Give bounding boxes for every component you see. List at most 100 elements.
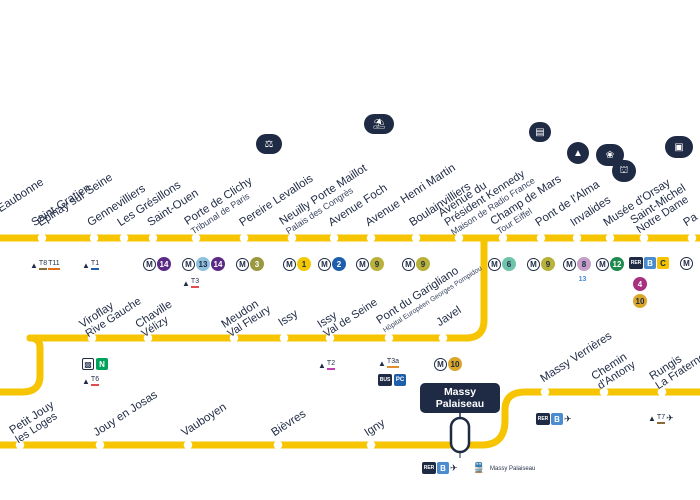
station-dot[interactable] xyxy=(87,333,97,343)
station-dot[interactable] xyxy=(15,440,25,450)
landmark-palais-icon[interactable]: ⛱ xyxy=(364,114,394,134)
station-dot[interactable] xyxy=(454,233,464,243)
station-dot[interactable] xyxy=(183,440,193,450)
airport-icon: ✈ xyxy=(450,462,458,473)
station-dot[interactable] xyxy=(498,233,508,243)
metro-icon: M xyxy=(283,257,296,271)
metro-icon: M xyxy=(680,257,693,270)
rer-line-b[interactable]: B xyxy=(644,257,656,269)
station-dot[interactable] xyxy=(384,333,394,343)
metro-line-13[interactable]: 13 xyxy=(196,257,210,271)
metro-line-9[interactable]: 9 xyxy=(416,257,430,271)
conn-saint-michel-metro: 4 10 xyxy=(633,277,647,308)
station-dot[interactable] xyxy=(572,233,582,243)
metro-line-10[interactable]: 10 xyxy=(448,357,462,371)
rer-line-c[interactable]: C xyxy=(657,257,669,269)
landmark-eiffel-icon[interactable]: ▲ xyxy=(567,142,589,164)
metro-line-6[interactable]: 6 xyxy=(502,257,516,271)
metro-line-4[interactable]: 4 xyxy=(633,277,647,291)
conn-neuilly: M 1 xyxy=(283,257,311,271)
conn-porte-de-clichy: M 13 14 xyxy=(182,257,225,271)
station-dot[interactable] xyxy=(329,233,339,243)
conn-javel: M 10 xyxy=(434,357,462,371)
metro-line-8[interactable]: 8 xyxy=(577,257,591,271)
station-dots-top xyxy=(37,233,697,243)
conn-pont-alma: M 9 xyxy=(527,257,555,271)
station-dot[interactable] xyxy=(273,440,283,450)
rer-line-b[interactable]: B xyxy=(437,462,449,474)
conn-saint-ouen: M 14 xyxy=(143,257,171,271)
landmark-orsay-icon[interactable]: ▣ xyxy=(665,136,693,158)
metro-icon: M xyxy=(596,257,609,271)
station-dot[interactable] xyxy=(411,233,421,243)
metro-line-14[interactable]: 14 xyxy=(157,257,171,271)
train-icon: 🚆 xyxy=(472,462,485,474)
rer-line-b[interactable]: B xyxy=(551,413,563,425)
metro-line-9[interactable]: 9 xyxy=(541,257,555,271)
conn-porte-de-clichy-tram: ▲T3 xyxy=(182,278,200,288)
station-dot[interactable] xyxy=(191,233,201,243)
transilien-line-n[interactable]: N xyxy=(96,358,108,370)
metro-icon: M xyxy=(527,257,540,271)
station-dot[interactable] xyxy=(89,233,99,243)
station-dot[interactable] xyxy=(438,333,448,343)
station-dot[interactable] xyxy=(143,333,153,343)
massy-info-text: Massy Palaiseau xyxy=(490,466,536,472)
metro-line-10[interactable]: 10 xyxy=(633,294,647,308)
conn-epinay: ▲T8 T11 xyxy=(30,260,60,270)
metro-icon: M xyxy=(434,357,447,371)
metro-line-13[interactable]: 13 xyxy=(577,274,588,285)
airport-icon: ✈ xyxy=(564,413,572,424)
station-dot[interactable] xyxy=(540,387,550,397)
station-dot[interactable] xyxy=(366,233,376,243)
station-dot[interactable] xyxy=(287,233,297,243)
station-dot[interactable] xyxy=(119,233,129,243)
metro-icon: M xyxy=(318,257,331,271)
metro-icon: M xyxy=(236,257,249,271)
metro-line-2[interactable]: 2 xyxy=(332,257,346,271)
metro-icon: M xyxy=(402,257,415,271)
train-icon: ▩ xyxy=(82,358,94,370)
station-dot[interactable] xyxy=(605,233,615,243)
tram-t3a: ▲T3a xyxy=(378,358,399,368)
massy-palaiseau-station[interactable] xyxy=(449,416,471,454)
rer-c-track xyxy=(0,234,700,449)
metro-icon: M xyxy=(563,257,576,271)
tram-t2: ▲T2 xyxy=(318,360,336,370)
rer-icon: RER xyxy=(422,462,436,474)
station-dot[interactable] xyxy=(639,233,649,243)
landmark-tribunal-icon[interactable]: ⚖ xyxy=(256,134,282,154)
conn-pa: M xyxy=(680,257,693,270)
bus-icon: BUS xyxy=(378,374,392,386)
station-dot[interactable] xyxy=(366,440,376,450)
landmark-invalides-icon[interactable]: ⛫ xyxy=(612,160,636,182)
station-dot[interactable] xyxy=(279,333,289,343)
landmark-radio-icon[interactable]: ▤ xyxy=(529,122,551,142)
station-dot[interactable] xyxy=(536,233,546,243)
station-dot[interactable] xyxy=(325,333,335,343)
conn-viroflay: ▩ N ▲T6 xyxy=(82,358,108,386)
tram-t6: ▲T6 xyxy=(82,376,100,386)
metro-line-14[interactable]: 14 xyxy=(211,257,225,271)
bus-line[interactable]: PC xyxy=(394,374,406,386)
hub-massy-palaiseau[interactable]: Massy Palaiseau xyxy=(420,383,500,413)
conn-issy-val-de-seine: ▲T2 xyxy=(318,360,336,370)
station-dot[interactable] xyxy=(239,233,249,243)
station-dot[interactable] xyxy=(687,233,697,243)
conn-gennevilliers: ▲T1 xyxy=(82,260,100,270)
metro-line-1[interactable]: 1 xyxy=(297,257,311,271)
metro-line-3[interactable]: 3 xyxy=(250,257,264,271)
metro-line-12[interactable]: 12 xyxy=(610,257,624,271)
station-dot[interactable] xyxy=(37,233,47,243)
rer-icon: RER xyxy=(536,413,550,425)
station-dot[interactable] xyxy=(148,233,158,243)
conn-avenue-foch: M 2 xyxy=(318,257,346,271)
station-dot[interactable] xyxy=(599,387,609,397)
conn-saint-michel: RER B C xyxy=(629,257,669,269)
station-dot[interactable] xyxy=(657,387,667,397)
metro-line-9[interactable]: 9 xyxy=(370,257,384,271)
station-dot[interactable] xyxy=(95,440,105,450)
conn-pont-du-garigliano: ▲T3a BUS PC xyxy=(378,358,406,386)
station-dot[interactable] xyxy=(229,333,239,343)
